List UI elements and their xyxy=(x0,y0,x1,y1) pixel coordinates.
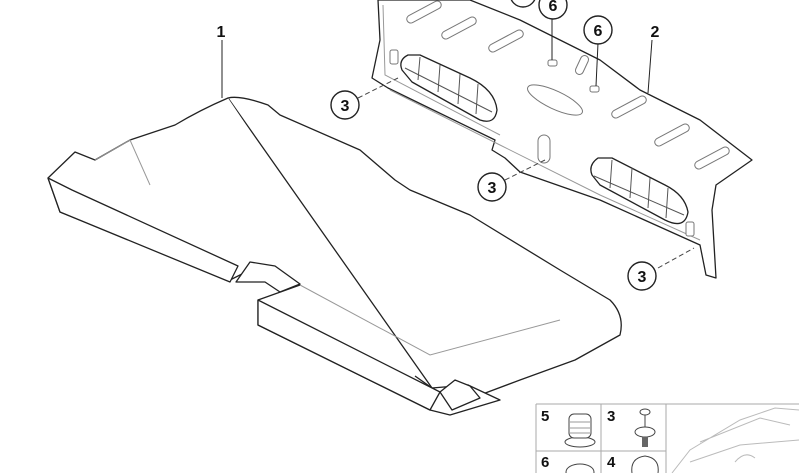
svg-text:6: 6 xyxy=(541,454,549,471)
legend-item-6: 6 xyxy=(541,454,595,473)
callout-2: 2 xyxy=(651,24,660,41)
svg-text:3: 3 xyxy=(341,98,350,115)
legend-item-5: 5 xyxy=(541,408,596,448)
svg-text:2: 2 xyxy=(651,24,660,41)
svg-text:4: 4 xyxy=(607,454,616,471)
vent-grille-left xyxy=(400,54,498,122)
svg-text:3: 3 xyxy=(607,408,615,425)
vent-grille-right xyxy=(590,157,689,225)
callout-partial-circle xyxy=(510,0,536,8)
svg-text:6: 6 xyxy=(549,0,558,15)
svg-text:3: 3 xyxy=(488,180,497,197)
svg-text:6: 6 xyxy=(594,23,603,40)
svg-text:5: 5 xyxy=(541,408,549,425)
callout-3: 3 xyxy=(330,90,360,120)
legend-item-3: 3 xyxy=(607,408,656,447)
legend-item-4: 4 xyxy=(607,454,659,473)
svg-text:1: 1 xyxy=(217,24,226,41)
svg-text:3: 3 xyxy=(638,269,647,286)
callout-3: 3 xyxy=(627,261,657,291)
callout-6: 6 xyxy=(538,0,568,20)
panel-slots xyxy=(389,0,730,237)
vehicle-thumbnail xyxy=(671,407,799,473)
luggage-compartment-floor-cover xyxy=(47,96,622,416)
callout-1: 1 xyxy=(217,24,226,41)
callout-6: 6 xyxy=(583,15,613,45)
parts-legend: 5 3 6 4 xyxy=(535,403,799,473)
leader-lines xyxy=(221,18,695,269)
callout-3: 3 xyxy=(477,172,507,202)
rear-trim-panel xyxy=(371,0,753,279)
